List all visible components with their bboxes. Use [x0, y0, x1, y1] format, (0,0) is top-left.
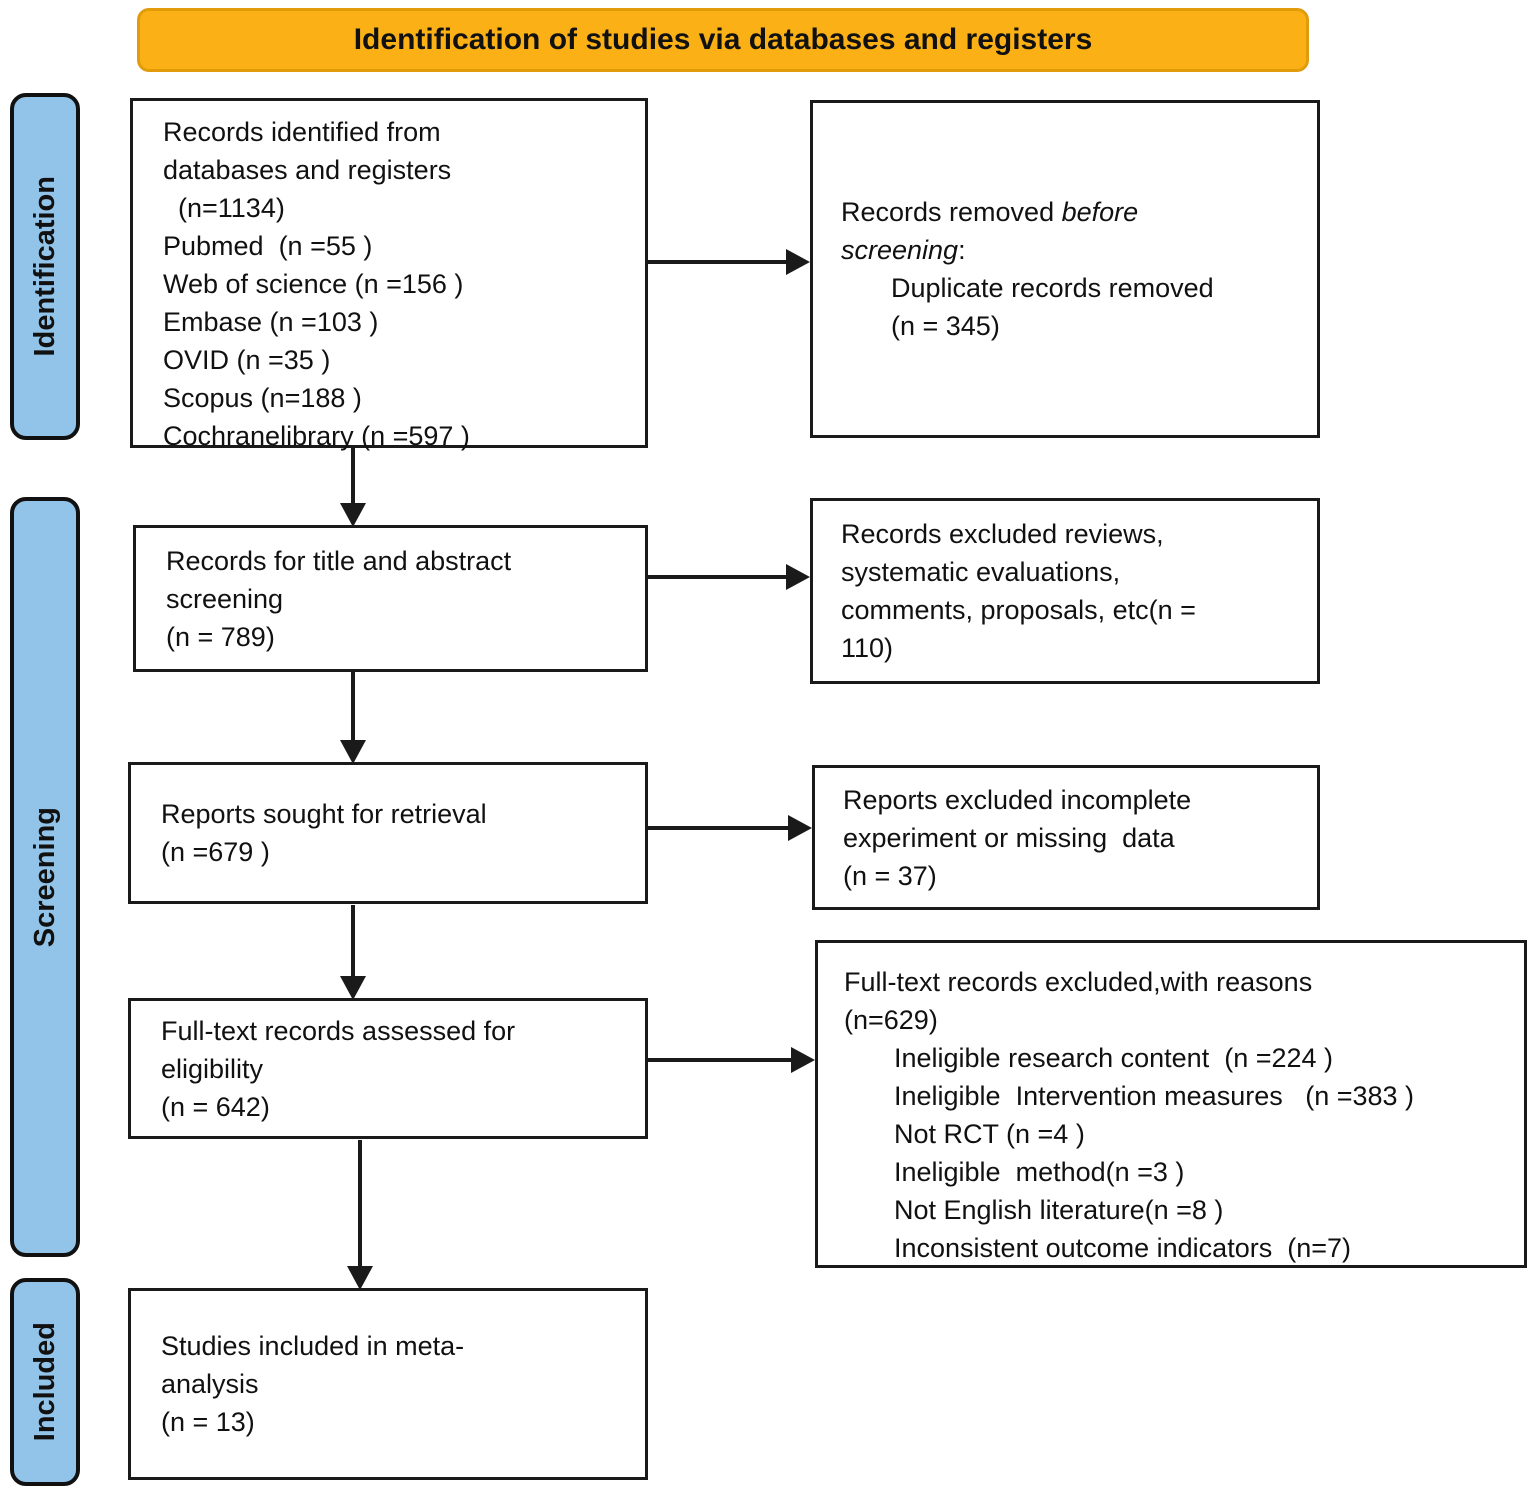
box-text-line: Ineligible Intervention measures (n =383… — [894, 1081, 1415, 1111]
box-text-line: Ineligible research content (n =224 ) — [894, 1043, 1334, 1073]
arrow-head-icon — [340, 740, 366, 764]
stage-bar-identification: Identification — [10, 93, 80, 440]
box-text-line: databases and registers — [163, 155, 452, 185]
box-records-removed: Records removed before screening: Duplic… — [810, 100, 1320, 438]
box-text-line: 110) — [841, 633, 894, 663]
box-text-line: (n = 13) — [161, 1407, 255, 1437]
box-text-line: Duplicate records removed — [891, 273, 1214, 303]
box-text-line: Studies included in meta- — [161, 1331, 465, 1361]
box-records-excluded: Records excluded reviews, systematic eva… — [810, 498, 1320, 684]
box-text-line: Records identified from — [163, 117, 441, 147]
box-text-line: eligibility — [161, 1053, 264, 1084]
box-title-abstract-screening: Records for title and abstract screening… — [133, 525, 648, 672]
arrow-fulltext-to-excluded — [648, 1047, 815, 1073]
box-text-line: Inconsistent outcome indicators (n=7) — [894, 1233, 1351, 1263]
box-text-line: Full-text records excluded,with reasons — [844, 967, 1313, 997]
box-text-line: Ineligible method(n =3 ) — [894, 1157, 1185, 1187]
arrow-shaft — [648, 826, 790, 830]
arrow-screening-to-excluded — [648, 564, 810, 590]
box-reports-excluded: Reports excluded incomplete experiment o… — [812, 765, 1320, 910]
box-text-line: screening: — [841, 231, 1317, 269]
arrow-shaft — [351, 448, 355, 507]
box-text-line: (n =679 ) — [161, 837, 270, 867]
box-text-line: Not RCT (n =4 ) — [894, 1119, 1085, 1149]
arrow-head-icon — [786, 564, 810, 590]
box-text-line: Full-text records assessed for — [161, 1015, 516, 1046]
arrow-head-icon — [786, 249, 810, 275]
banner-title: Identification of studies via databases … — [353, 23, 1093, 56]
box-text-line: Records for title and abstract — [166, 545, 512, 576]
box-text-line: (n=629) — [844, 1005, 938, 1035]
box-text-line: screening — [166, 583, 284, 614]
box-text-line: Cochranelibrary (n =597 ) — [163, 421, 470, 451]
arrow-screening-to-retrieval — [340, 672, 366, 764]
box-text-line: (n=1134) — [163, 193, 285, 223]
box-text-segment: : — [958, 235, 966, 265]
box-text-line: Records excluded reviews, — [841, 519, 1164, 549]
arrow-retrieval-to-excluded — [648, 815, 812, 841]
box-fulltext-assessed: Full-text records assessed for eligibili… — [128, 998, 648, 1139]
arrow-shaft — [648, 1058, 793, 1062]
arrow-shaft — [358, 1140, 362, 1270]
box-text-line: (n = 345) — [891, 311, 1000, 341]
box-text-line: Not English literature(n =8 ) — [894, 1195, 1224, 1225]
box-text-line: (n = 642) — [161, 1091, 270, 1122]
box-text-line: Embase (n =103 ) — [163, 307, 379, 337]
box-text-line: experiment or missing data — [843, 822, 1175, 853]
box-text-line: OVID (n =35 ) — [163, 345, 331, 375]
box-text-line: analysis — [161, 1369, 259, 1399]
box-text-line: Web of science (n =156 ) — [163, 269, 464, 299]
arrow-retrieval-to-fulltext — [340, 905, 366, 1000]
arrow-shaft — [648, 260, 788, 264]
box-fulltext-excluded: Full-text records excluded,with reasons … — [815, 940, 1527, 1268]
arrow-identified-to-removed — [648, 249, 810, 275]
box-records-identified: Records identified from databases and re… — [130, 98, 648, 451]
box-studies-included: Studies included in meta- analysis (n = … — [128, 1288, 648, 1480]
box-text-line: Reports sought for retrieval — [161, 799, 487, 829]
arrow-shaft — [351, 672, 355, 744]
box-text-line: Scopus (n=188 ) — [163, 383, 362, 413]
box-text-segment: Records removed — [841, 197, 1062, 227]
arrow-fulltext-to-included — [347, 1140, 373, 1290]
box-text-line: Records removed before — [841, 193, 1317, 231]
arrow-shaft — [351, 905, 355, 980]
stage-bar-screening: Screening — [10, 497, 80, 1257]
stage-label-included: Included — [28, 1322, 61, 1442]
box-text-line: (n = 789) — [166, 621, 275, 652]
box-reports-sought: Reports sought for retrieval (n =679 ) — [128, 762, 648, 904]
stage-label-identification: Identification — [28, 176, 61, 357]
box-text-line: comments, proposals, etc(n = — [841, 595, 1196, 625]
arrow-head-icon — [340, 976, 366, 1000]
box-text-segment-italic: screening — [841, 235, 959, 265]
box-text-line: Pubmed (n =55 ) — [163, 231, 373, 261]
stage-bar-included: Included — [10, 1278, 80, 1486]
arrow-head-icon — [340, 503, 366, 527]
arrow-head-icon — [347, 1266, 373, 1290]
box-text-segment-italic: before — [1061, 197, 1139, 227]
box-text-line: systematic evaluations, — [841, 557, 1121, 587]
stage-label-screening: Screening — [28, 806, 61, 948]
arrow-shaft — [648, 575, 788, 579]
banner: Identification of studies via databases … — [137, 8, 1309, 72]
arrow-identified-to-screening — [340, 448, 366, 527]
box-text-line: Reports excluded incomplete — [843, 784, 1192, 815]
box-text-line: (n = 37) — [843, 860, 937, 891]
arrow-head-icon — [788, 815, 812, 841]
arrow-head-icon — [791, 1047, 815, 1073]
